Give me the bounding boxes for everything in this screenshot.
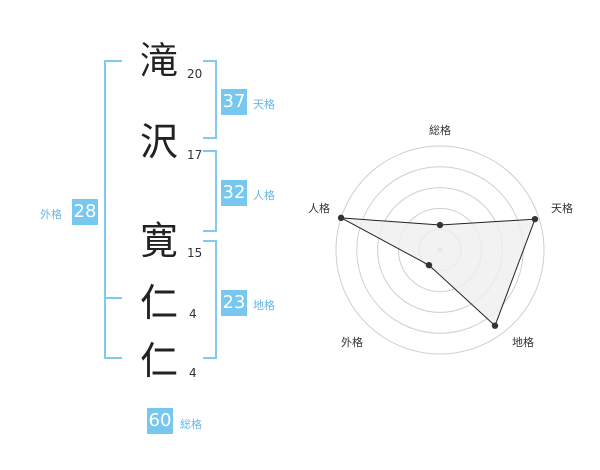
radar-grid-ring: [335, 145, 545, 355]
chikaku-label: 地格: [253, 299, 275, 312]
radar-point-4: [425, 261, 433, 269]
bracket-gaikaku: [104, 60, 122, 359]
bracket-chikaku: [203, 240, 217, 359]
bracket-jinkaku: [203, 150, 217, 232]
tenkaku-score: 37: [221, 89, 247, 115]
name-char-4: 仁: [140, 281, 179, 325]
soukaku-score: 60: [147, 408, 173, 434]
tenkaku-label: 天格: [253, 98, 275, 111]
gaikaku-label: 外格: [40, 208, 62, 221]
name-char-1: 滝: [140, 39, 179, 83]
stroke-count-2: 17: [187, 148, 203, 162]
bracket-gaikaku-tick: [104, 297, 122, 299]
jinkaku-score: 32: [221, 180, 247, 206]
radar-point-1: [436, 221, 444, 229]
name-char-5: 仁: [140, 339, 179, 383]
name-char-2: 沢: [140, 120, 179, 164]
chikaku-score: 23: [221, 290, 247, 316]
radar-axis-label-1: 総格: [429, 123, 451, 137]
name-char-3: 寛: [140, 219, 179, 263]
stroke-count-1: 20: [187, 67, 203, 81]
stroke-count-4: 4: [189, 307, 197, 321]
radar-data-area: [340, 217, 536, 327]
radar-point-3: [491, 322, 499, 329]
soukaku-label: 総格: [180, 418, 202, 431]
stroke-count-5: 4: [189, 366, 197, 380]
radar-axis-label-5: 人格: [308, 201, 330, 215]
radar-axis-label-3: 地格: [512, 335, 534, 349]
jinkaku-label: 人格: [253, 189, 275, 202]
bracket-tenkaku: [203, 60, 217, 139]
radar-point-5: [337, 214, 345, 222]
gaikaku-score: 28: [72, 199, 98, 225]
radar-axis-label-4: 外格: [341, 335, 363, 349]
radar-axis-label-2: 天格: [551, 201, 573, 215]
radar-point-2: [531, 215, 539, 223]
stroke-count-3: 15: [187, 246, 203, 260]
